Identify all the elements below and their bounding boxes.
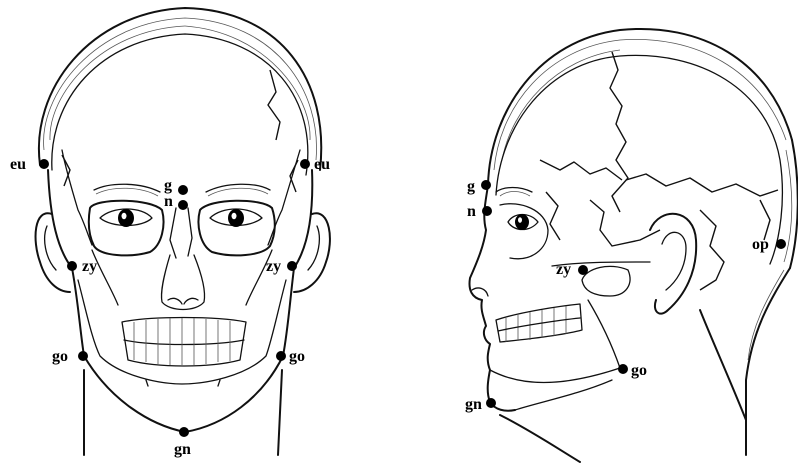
- landmark-label-side-n: n: [467, 203, 476, 220]
- landmark-dot-go-left: [78, 351, 88, 361]
- landmark-dot-g: [178, 185, 188, 195]
- side-landmarks: g n zy op go gn: [465, 178, 786, 413]
- landmark-dot-zy-left: [67, 261, 77, 271]
- landmark-label-zy-left: zy: [82, 258, 97, 275]
- landmark-dot-go-right: [276, 351, 286, 361]
- landmark-label-n: n: [164, 193, 173, 210]
- landmark-label-eu-right: eu: [314, 156, 330, 173]
- landmark-label-side-g: g: [467, 178, 475, 195]
- landmark-label-side-go: go: [631, 362, 647, 379]
- landmark-label-g: g: [164, 177, 172, 194]
- landmark-label-go-right: go: [289, 348, 305, 365]
- side-head-drawing: [470, 29, 798, 462]
- landmark-dot-n: [178, 200, 188, 210]
- landmark-dot-side-n: [482, 206, 492, 216]
- landmark-dot-eu-right: [300, 159, 310, 169]
- landmark-dot-gn: [179, 427, 189, 437]
- landmark-label-eu-left: eu: [10, 156, 26, 173]
- landmark-dot-side-zy: [578, 265, 588, 275]
- landmark-dot-side-go: [618, 364, 628, 374]
- landmark-label-go-left: go: [52, 348, 68, 365]
- landmark-dot-side-gn: [486, 398, 496, 408]
- landmark-label-side-op: op: [752, 236, 769, 253]
- landmark-label-side-gn: gn: [465, 396, 482, 413]
- landmark-dot-eu-left: [39, 159, 49, 169]
- landmark-label-zy-right: zy: [266, 258, 281, 275]
- landmark-label-gn: gn: [174, 441, 191, 458]
- landmark-dot-side-g: [481, 180, 491, 190]
- landmark-dot-zy-right: [287, 261, 297, 271]
- landmark-label-side-zy: zy: [556, 261, 571, 278]
- front-head-drawing: [36, 8, 330, 455]
- landmark-dot-side-op: [776, 239, 786, 249]
